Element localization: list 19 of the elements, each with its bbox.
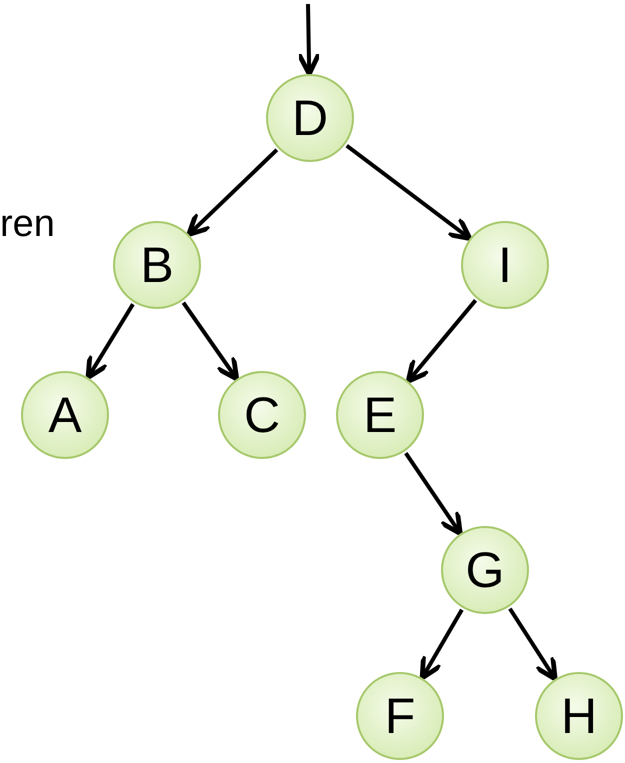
arrow	[86, 303, 135, 380]
node-letter: A	[48, 390, 82, 440]
node-letter: E	[363, 390, 397, 440]
arrow	[182, 302, 240, 382]
arrow	[296, 4, 322, 76]
arrow	[186, 148, 278, 237]
node-letter: D	[292, 93, 328, 143]
node-letter: G	[466, 545, 504, 595]
arrow	[508, 608, 558, 682]
text-fragment: ren	[0, 205, 55, 243]
node-letter: B	[140, 240, 174, 290]
node-letter: F	[384, 691, 416, 741]
node-letter: I	[498, 240, 512, 290]
node-letter: C	[244, 390, 280, 440]
arrow	[420, 608, 464, 680]
arrow	[406, 299, 478, 384]
arrow	[346, 144, 472, 241]
arrow	[404, 452, 463, 536]
node-letter: H	[560, 691, 598, 741]
